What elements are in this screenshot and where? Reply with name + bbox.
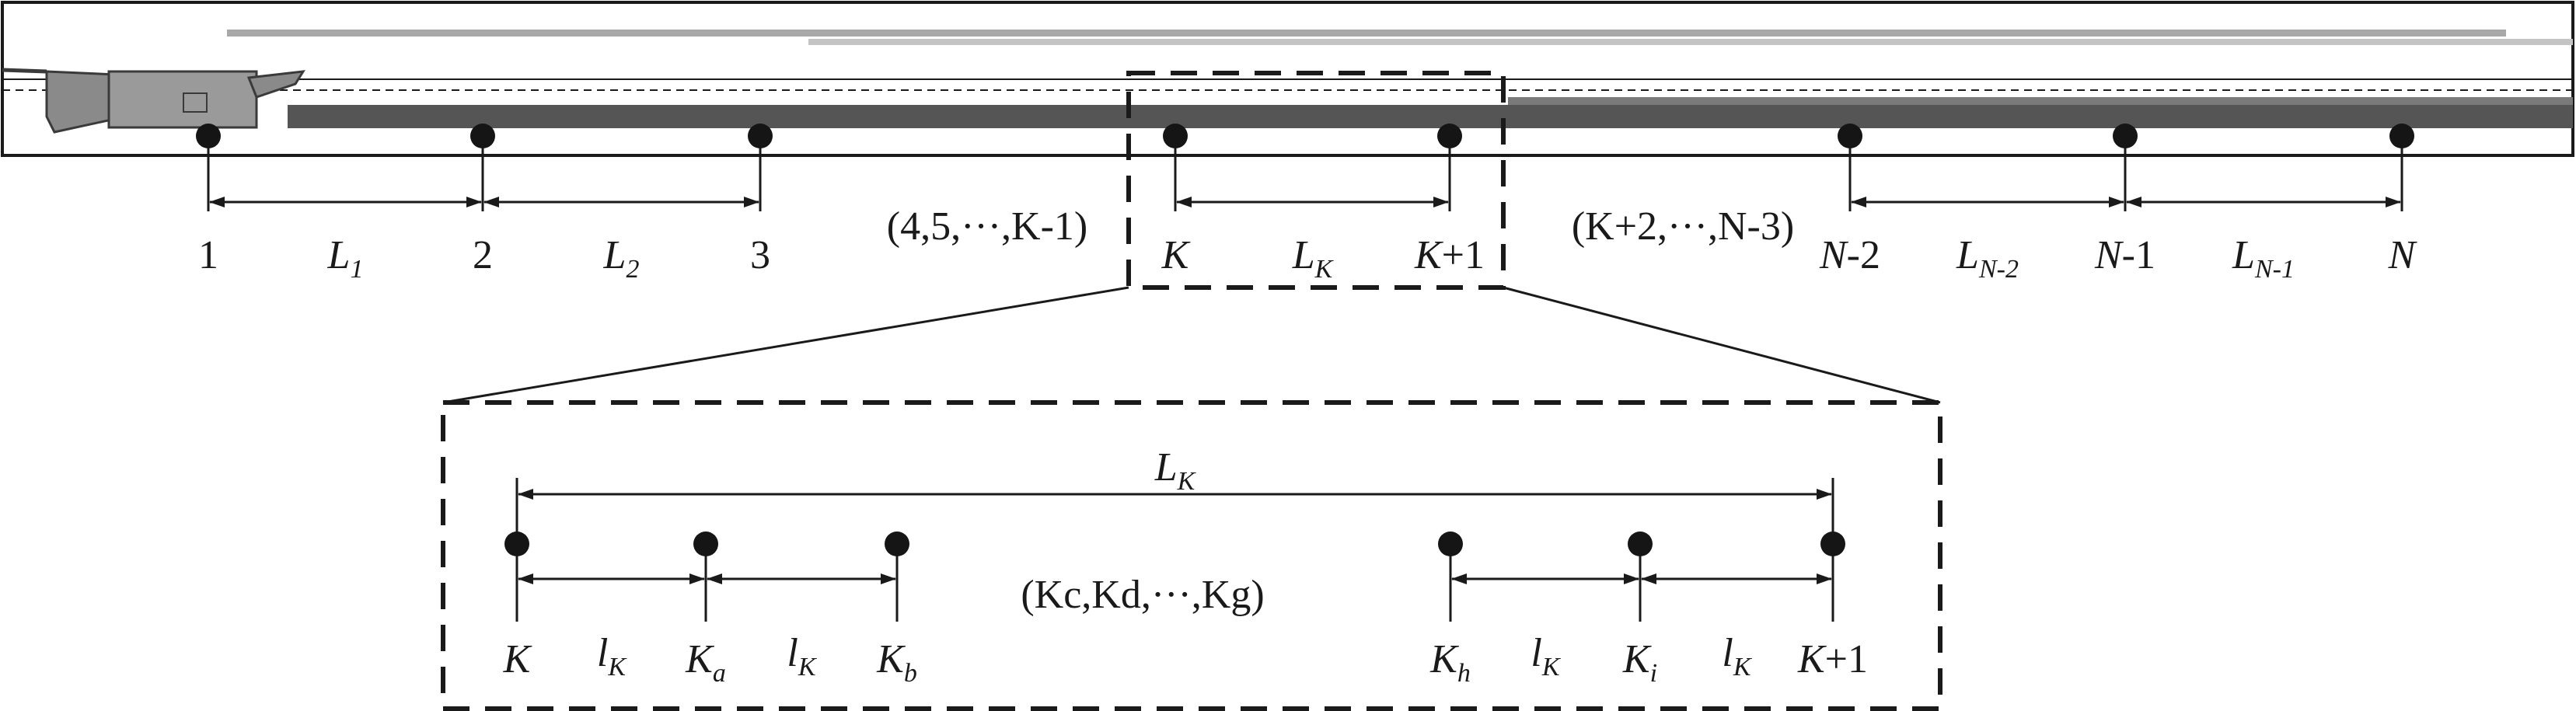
- gap-label-left: (4,5,···,K-1): [887, 204, 1087, 249]
- detail-node-dot-3: [1438, 532, 1463, 556]
- node-dot-nN: [2389, 124, 2414, 148]
- detail-node-label-0: K: [503, 637, 532, 681]
- node-label-nK1: K+1: [1414, 233, 1485, 277]
- node-label-nN: N: [2388, 233, 2418, 277]
- node-label-nK: K: [1161, 233, 1191, 277]
- detail-node-label-4: Ki: [1622, 637, 1657, 688]
- zoom-connector-right: [1503, 286, 1941, 404]
- zoom-region-box: [1126, 71, 1506, 290]
- gap-label-right: (K+2,···,N-3): [1572, 204, 1794, 249]
- node-dot-n2: [470, 124, 495, 148]
- sub-span-label-0: lK: [597, 631, 627, 681]
- span-label-4: LN-1: [2232, 233, 2295, 284]
- detail-node-label-5: K+1: [1797, 637, 1868, 681]
- span-label-3: LN-2: [1956, 233, 2019, 284]
- detail-node-dot-5: [1820, 532, 1845, 556]
- upper-rail-light-2: [808, 39, 2573, 45]
- node-dot-nK: [1163, 124, 1188, 148]
- main-rail: [288, 105, 2573, 128]
- span-label-2: LK: [1292, 233, 1335, 284]
- detail-nodes-layer: LK K Ka Kb Kh Ki K+1 lK lK lK lK: [503, 445, 1868, 688]
- detail-node-dot-1: [693, 532, 718, 556]
- machine-shape: [2, 68, 305, 134]
- node-dot-nN1: [2113, 124, 2138, 148]
- node-label-n1: 1: [198, 233, 218, 277]
- sub-span-label-1: lK: [787, 631, 817, 681]
- span-label-0: L1: [327, 233, 364, 284]
- node-label-nN2: N-2: [1819, 233, 1880, 277]
- detail-middle-label: (Kc,Kd,···,Kg): [1021, 573, 1264, 617]
- main-rail-top: [1508, 97, 2573, 105]
- detail-box: [441, 400, 1942, 711]
- node-label-n2: 2: [473, 233, 493, 277]
- detail-node-label-2: Kb: [876, 637, 917, 688]
- total-span-label: LK: [1154, 445, 1197, 496]
- node-dot-n1: [196, 124, 221, 148]
- track-overview: [1, 1, 2574, 157]
- span-label-1: L2: [603, 233, 640, 284]
- sub-span-label-2: lK: [1531, 631, 1561, 681]
- detail-node-label-3: Kh: [1429, 637, 1471, 688]
- detail-node-dot-4: [1628, 532, 1653, 556]
- overview-nodes-layer: 1 2 3 K K+1 N-2 N-1 N L1 L2 LK LN-2 LN-1: [196, 124, 2418, 284]
- detail-node-dot-2: [885, 532, 909, 556]
- upper-rail-light: [227, 30, 2506, 37]
- node-dot-nN2: [1838, 124, 1862, 148]
- sub-span-label-3: lK: [1722, 631, 1752, 681]
- node-label-n3: 3: [750, 233, 770, 277]
- detail-node-label-1: Ka: [685, 637, 726, 688]
- node-dot-nK1: [1437, 124, 1462, 148]
- zoom-connector-left: [442, 286, 1129, 404]
- node-label-nN1: N-1: [2094, 233, 2155, 277]
- detail-node-dot-0: [504, 532, 529, 556]
- node-dot-n3: [748, 124, 773, 148]
